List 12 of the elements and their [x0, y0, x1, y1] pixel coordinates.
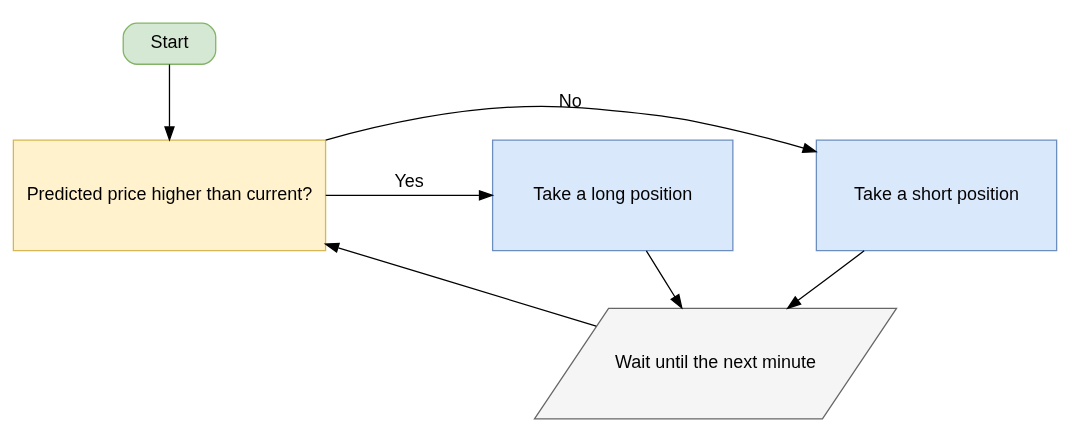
arrow	[325, 105, 818, 153]
arrow	[645, 249, 683, 310]
arrow	[323, 242, 597, 327]
node-box: Take a short position	[815, 138, 1058, 251]
node-box: Predicted price higher than current?	[12, 138, 327, 251]
edge-label: Yes	[394, 170, 424, 191]
arrow	[164, 63, 175, 142]
node-box: Start	[122, 22, 217, 65]
node-box: Take a long position	[491, 138, 734, 251]
edge-label: No	[558, 90, 582, 111]
arrow	[786, 249, 865, 309]
arrow	[325, 189, 495, 201]
